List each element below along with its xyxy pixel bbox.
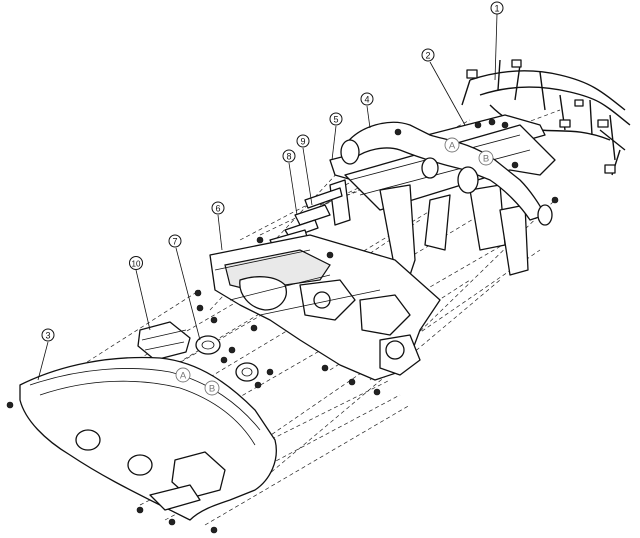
- fasteners: [6, 118, 559, 534]
- callout-6: 6: [211, 201, 225, 215]
- callout-4: 4: [360, 92, 374, 106]
- svg-text:4: 4: [364, 95, 369, 105]
- ref-a-upper: A: [444, 137, 460, 153]
- svg-text:8: 8: [286, 152, 291, 162]
- svg-text:10: 10: [132, 260, 141, 269]
- svg-text:B: B: [483, 154, 489, 165]
- callout-leaders: [37, 13, 498, 381]
- svg-text:A: A: [180, 371, 187, 382]
- callout-10: 10: [129, 256, 143, 270]
- cross-car-beam: [329, 114, 556, 291]
- svg-text:5: 5: [333, 115, 338, 125]
- svg-text:B: B: [209, 384, 215, 395]
- ref-a-lower: A: [175, 367, 191, 383]
- svg-text:6: 6: [215, 204, 220, 214]
- svg-text:7: 7: [172, 237, 177, 247]
- svg-text:3: 3: [45, 331, 50, 341]
- svg-text:9: 9: [300, 137, 305, 147]
- callout-9: 9: [296, 134, 310, 148]
- callout-1: 1: [490, 1, 504, 15]
- callout-5: 5: [329, 112, 343, 126]
- dashboard-panel: [19, 356, 277, 521]
- callout-7: 7: [168, 234, 182, 248]
- ref-b-lower: B: [204, 380, 220, 396]
- module-box: [137, 321, 191, 361]
- callout-3: 3: [41, 328, 55, 342]
- ref-b-upper: B: [478, 150, 494, 166]
- air-duct: [340, 121, 553, 226]
- svg-text:A: A: [449, 141, 456, 152]
- panel-frame: [209, 234, 441, 381]
- callout-2: 2: [421, 48, 435, 62]
- svg-text:2: 2: [425, 51, 430, 61]
- speaker-units: [195, 335, 259, 382]
- svg-text:1: 1: [494, 4, 499, 14]
- callout-8: 8: [282, 149, 296, 163]
